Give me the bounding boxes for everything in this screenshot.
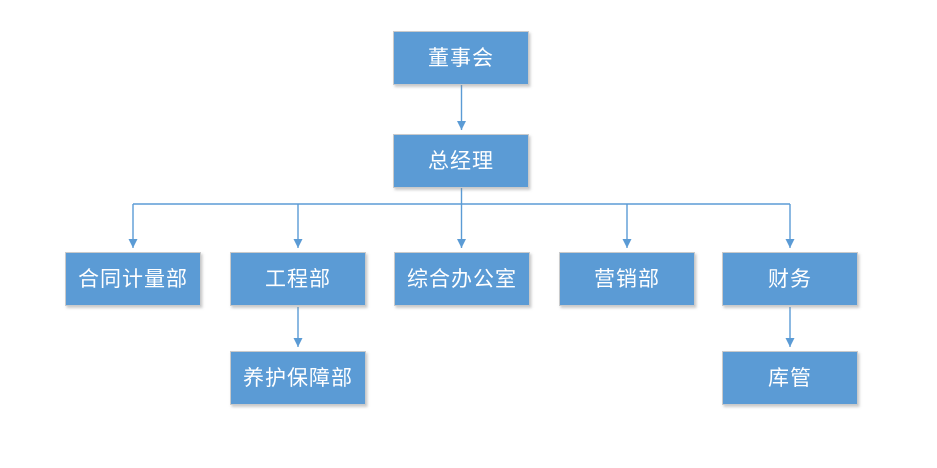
node-board-of-directors: 董事会 xyxy=(393,31,529,85)
node-maintenance-support-dept: 养护保障部 xyxy=(230,351,366,405)
node-label: 总经理 xyxy=(428,149,494,173)
node-general-manager: 总经理 xyxy=(393,134,529,188)
node-label: 合同计量部 xyxy=(78,267,188,291)
node-label: 董事会 xyxy=(428,46,494,70)
node-label: 营销部 xyxy=(594,267,660,291)
node-label: 财务 xyxy=(768,267,812,291)
node-general-office: 综合办公室 xyxy=(394,252,530,306)
node-finance: 财务 xyxy=(722,252,858,306)
node-label: 养护保障部 xyxy=(243,366,353,390)
node-engineering-dept: 工程部 xyxy=(230,252,366,306)
node-label: 库管 xyxy=(768,366,812,390)
node-contract-measurement-dept: 合同计量部 xyxy=(65,252,201,306)
node-marketing-dept: 营销部 xyxy=(559,252,695,306)
node-warehouse-manager: 库管 xyxy=(722,351,858,405)
node-label: 工程部 xyxy=(265,267,331,291)
node-label: 综合办公室 xyxy=(407,267,517,291)
